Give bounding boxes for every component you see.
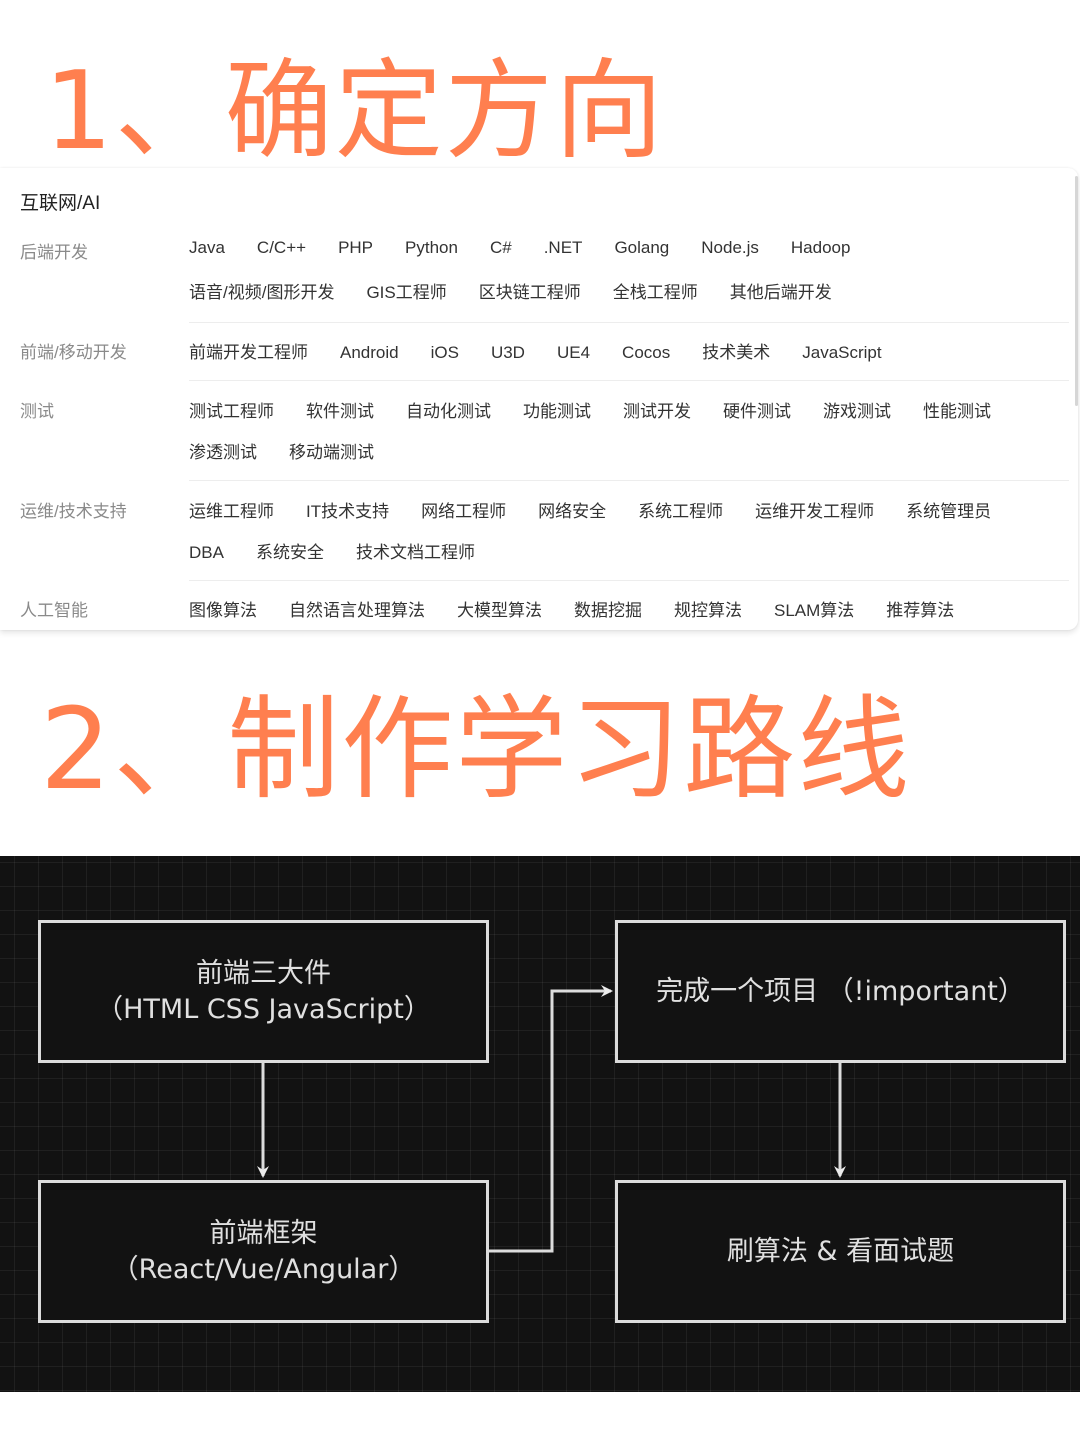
- tag-nlp-algorithm[interactable]: 自然语言处理算法: [289, 601, 425, 620]
- tag-frontend-engineer[interactable]: 前端开发工程师: [189, 343, 308, 362]
- tag-test-development[interactable]: 测试开发: [623, 402, 691, 421]
- tag-php[interactable]: PHP: [338, 238, 374, 257]
- tag-slam-algorithm[interactable]: SLAM算法: [774, 601, 855, 620]
- node-frontend-basics[interactable]: 前端三大件 （HTML CSS JavaScript）: [38, 920, 489, 1063]
- scrollbar[interactable]: [1075, 176, 1078, 406]
- node-title: 刷算法 & 看面试题: [726, 1235, 955, 1267]
- tag-line: 前端开发工程师 Android iOS U3D UE4 Cocos 技术美术 JavaScri…: [189, 338, 914, 363]
- tag-line: 图像算法 自然语言处理算法 大模型算法 数据挖掘 规控算法 SLAM算法 推荐算法: [189, 596, 986, 621]
- node-algorithms-interview[interactable]: 刷算法 & 看面试题: [615, 1180, 1066, 1323]
- section-title-learning-roadmap: 2、制作学习路线: [40, 685, 912, 815]
- tag-cpp[interactable]: C/C++: [256, 238, 307, 257]
- tag-line: 语音/视频/图形开发 GIS工程师 区块链工程师 全栈工程师 其他后端开发: [189, 278, 864, 303]
- tag-recommendation-algorithm[interactable]: 推荐算法: [886, 601, 955, 620]
- tag-line: Java C/C++ PHP Python C# .NET Golang Node.js Had…: [189, 238, 882, 258]
- tag-image-algorithm[interactable]: 图像算法: [189, 601, 257, 620]
- tag-penetration-testing[interactable]: 渗透测试: [189, 443, 257, 462]
- tag-line: 渗透测试 移动端测试: [189, 438, 406, 463]
- tag-devops-engineer[interactable]: 运维开发工程师: [755, 502, 875, 521]
- tag-functional-testing[interactable]: 功能测试: [523, 402, 591, 421]
- category-header: 互联网/AI: [20, 193, 101, 214]
- tag-network-engineer[interactable]: 网络工程师: [421, 502, 507, 521]
- tag-android[interactable]: Android: [340, 343, 399, 362]
- node-title: 前端三大件: [196, 957, 331, 989]
- node-subtitle: （HTML CSS JavaScript）: [96, 993, 431, 1025]
- tag-software-testing[interactable]: 软件测试: [306, 402, 374, 421]
- tag-automation-testing[interactable]: 自动化测试: [406, 402, 491, 421]
- node-complete-project[interactable]: 完成一个项目 （!important）: [615, 920, 1066, 1063]
- node-subtitle: （React/Vue/Angular）: [111, 1253, 416, 1285]
- tag-nodejs[interactable]: Node.js: [701, 238, 759, 257]
- tag-cocos[interactable]: Cocos: [622, 343, 671, 362]
- tag-javascript[interactable]: JavaScript: [802, 343, 882, 362]
- category-label: 测试: [20, 402, 54, 421]
- tag-csharp[interactable]: C#: [489, 238, 512, 257]
- tag-tech-writer[interactable]: 技术文档工程师: [355, 543, 475, 562]
- tag-fullstack[interactable]: 全栈工程师: [612, 283, 698, 302]
- tag-network-security[interactable]: 网络安全: [538, 502, 607, 521]
- node-title: 前端框架: [209, 1217, 318, 1249]
- divider: [189, 322, 1069, 323]
- job-category-panel: 互联网/AI 后端开发 Java C/C++ PHP Python C# .NET Gola…: [0, 168, 1078, 630]
- tag-other-backend[interactable]: 其他后端开发: [729, 283, 832, 302]
- tag-llm-algorithm[interactable]: 大模型算法: [457, 601, 542, 620]
- tag-ue4[interactable]: UE4: [556, 343, 591, 362]
- tag-hardware-testing[interactable]: 硬件测试: [723, 402, 791, 421]
- node-title: 完成一个项目 （!important）: [656, 975, 1025, 1007]
- tag-game-testing[interactable]: 游戏测试: [823, 402, 891, 421]
- tag-it-support[interactable]: IT技术支持: [306, 502, 390, 521]
- divider: [189, 580, 1069, 581]
- tag-ops-engineer[interactable]: 运维工程师: [189, 502, 274, 521]
- category-label: 人工智能: [20, 601, 88, 620]
- tag-line: DBA 系统安全 技术文档工程师: [189, 538, 507, 563]
- node-frontend-framework[interactable]: 前端框架 （React/Vue/Angular）: [38, 1180, 489, 1323]
- section-title-determine-direction: 1、确定方向: [44, 49, 665, 174]
- tag-ios[interactable]: iOS: [430, 343, 459, 362]
- tag-mobile-testing[interactable]: 移动端测试: [289, 443, 374, 462]
- edge-framework-to-project: [488, 985, 613, 1253]
- tag-python[interactable]: Python: [405, 238, 458, 257]
- tag-hadoop[interactable]: Hadoop: [790, 238, 851, 257]
- tag-line: 测试工程师 软件测试 自动化测试 功能测试 测试开发 硬件测试 游戏测试 性能测试: [189, 397, 1023, 422]
- tag-performance-testing[interactable]: 性能测试: [923, 402, 991, 421]
- tag-system-engineer[interactable]: 系统工程师: [638, 502, 724, 521]
- category-label: 后端开发: [20, 243, 88, 262]
- tag-data-mining[interactable]: 数据挖掘: [574, 601, 642, 620]
- category-label: 运维/技术支持: [20, 502, 127, 521]
- tag-tech-art[interactable]: 技术美术: [702, 343, 771, 362]
- roadmap-canvas: 前端三大件 （HTML CSS JavaScript） 前端框架 （React/…: [0, 856, 1080, 1392]
- tag-blockchain[interactable]: 区块链工程师: [478, 283, 581, 302]
- tag-u3d[interactable]: U3D: [490, 343, 525, 362]
- tag-test-engineer[interactable]: 测试工程师: [189, 402, 274, 421]
- tag-system-security[interactable]: 系统安全: [255, 543, 324, 562]
- tag-java[interactable]: Java: [189, 238, 225, 257]
- tag-sysadmin[interactable]: 系统管理员: [906, 502, 992, 521]
- tag-planning-control-algorithm[interactable]: 规控算法: [674, 601, 742, 620]
- tag-dotnet[interactable]: .NET: [543, 238, 583, 257]
- tag-golang[interactable]: Golang: [614, 238, 670, 257]
- divider: [189, 380, 1069, 381]
- divider: [189, 480, 1069, 481]
- tag-gis[interactable]: GIS工程师: [366, 283, 447, 302]
- tag-dba[interactable]: DBA: [189, 543, 224, 562]
- tag-line: 运维工程师 IT技术支持 网络工程师 网络安全 系统工程师 运维开发工程师 系统管理员: [189, 497, 1023, 522]
- category-label: 前端/移动开发: [20, 343, 127, 362]
- tag-av-graphics[interactable]: 语音/视频/图形开发: [189, 283, 335, 302]
